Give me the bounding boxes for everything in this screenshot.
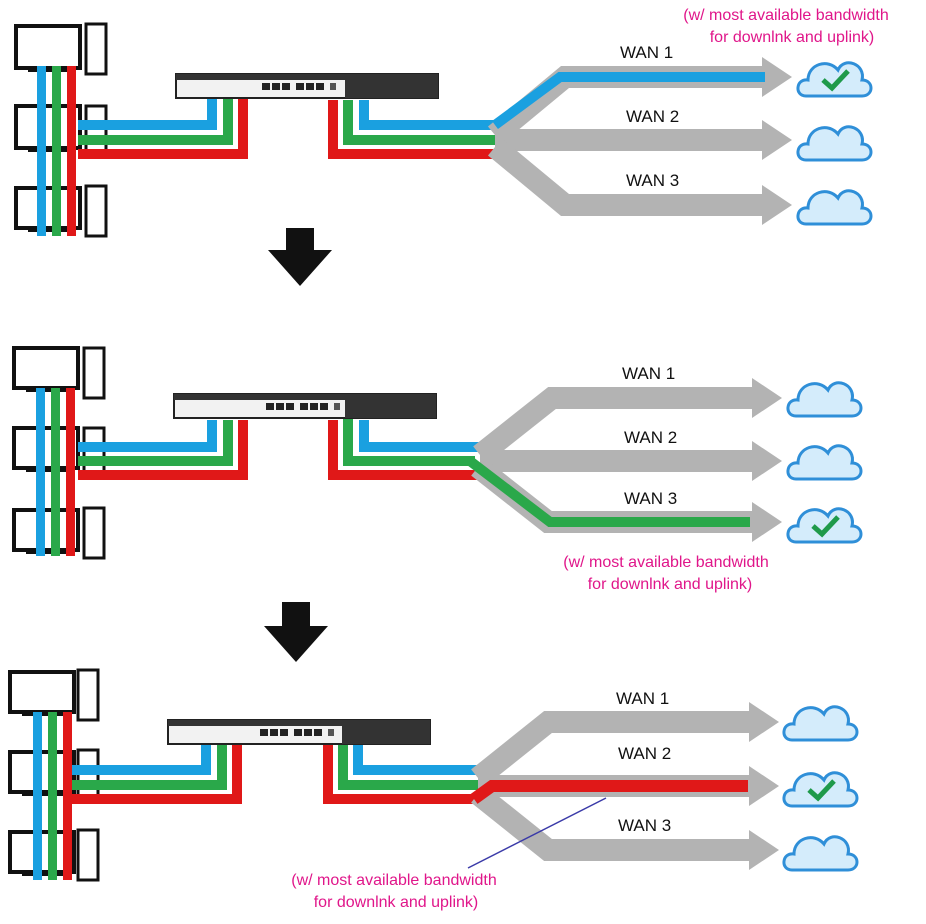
wan-cable-blue [353, 744, 486, 775]
lan-line-green [51, 388, 60, 556]
lan-cable-red [72, 744, 242, 804]
wan-cable-green [338, 744, 480, 790]
wan-cable-blue [359, 100, 495, 130]
lan-cable-blue [78, 98, 217, 130]
lan-cable-blue [78, 420, 217, 452]
scenario-1: WAN 1 WAN 2 WAN 3 (w/ most available ban… [14, 7, 889, 238]
wan-3-label: WAN 3 [624, 489, 677, 508]
cloud-icon [782, 771, 859, 808]
wan-cable-red [328, 420, 485, 480]
bandwidth-note-line-2: for downlnk and uplink) [588, 576, 753, 593]
selected-path-blue [492, 72, 765, 130]
checkmark-icon [807, 779, 836, 802]
cloud-icon [786, 381, 863, 418]
wan-cable-red [323, 734, 478, 804]
lan-cable-red [78, 98, 248, 159]
lan-line-blue [36, 388, 45, 556]
lan-cable-green [72, 744, 227, 790]
cloud-icon [796, 189, 873, 226]
cloud-icon [782, 835, 859, 872]
desktop-computer-icon [14, 22, 108, 76]
lan-line-red [63, 712, 72, 880]
cloud-icon [786, 507, 863, 544]
cloud-icon [796, 61, 873, 98]
wan-1-label: WAN 1 [616, 689, 669, 708]
scenario-3: WAN 1 WAN 2 WAN 3 (w/ most available ban… [8, 668, 859, 911]
lan-cable-red [78, 420, 248, 480]
wan-cable-red [328, 100, 500, 159]
cloud-icon [796, 125, 873, 162]
lan-cable-blue [72, 744, 211, 775]
wan-3-label: WAN 3 [626, 171, 679, 190]
checkmark-icon [821, 69, 850, 92]
bandwidth-note-line-1: (w/ most available bandwidth [683, 7, 888, 24]
checkmark-icon [811, 515, 840, 538]
bandwidth-note-line-2: for downlnk and uplink) [314, 894, 479, 911]
scenario-2: WAN 1 WAN 2 WAN 3 (w/ most available ban… [12, 346, 863, 593]
lan-line-blue [37, 66, 46, 236]
lan-line-green [52, 66, 61, 236]
lan-cable-green [78, 98, 233, 145]
lan-line-green [48, 712, 57, 880]
note-pointer-line [467, 797, 607, 869]
wan-3-label: WAN 3 [618, 816, 671, 835]
desktop-computer-icon [12, 346, 106, 400]
selected-path-green [466, 457, 750, 527]
bandwidth-note-line-1: (w/ most available bandwidth [291, 872, 496, 889]
lan-line-red [67, 66, 76, 236]
load-balancer-router-icon [173, 393, 437, 419]
lan-line-blue [33, 712, 42, 880]
wan-cable-green [343, 412, 475, 466]
wan-1-label: WAN 1 [622, 364, 675, 383]
bandwidth-note-line-1: (w/ most available bandwidth [563, 554, 768, 571]
wan-cable-blue [359, 420, 480, 452]
wan-2-label: WAN 2 [624, 428, 677, 447]
wan-2-label: WAN 2 [626, 107, 679, 126]
lan-line-red [66, 388, 75, 556]
wan-cable-green [343, 100, 500, 145]
down-arrow-icon [268, 228, 332, 286]
computer-group [14, 22, 108, 238]
cloud-icon [782, 705, 859, 742]
wan-1-label: WAN 1 [620, 43, 673, 62]
bandwidth-note-line-2: for downlnk and uplink) [710, 29, 875, 46]
down-arrow-icon [264, 602, 328, 662]
selected-path-red [470, 780, 748, 804]
load-balancer-router-icon [175, 73, 439, 99]
lan-cable-green [78, 420, 233, 466]
computer-group [12, 346, 106, 560]
wan-trunks [487, 57, 792, 225]
load-balancer-router-icon [167, 719, 431, 745]
cloud-icon [786, 444, 863, 481]
wan-2-label: WAN 2 [618, 744, 671, 763]
